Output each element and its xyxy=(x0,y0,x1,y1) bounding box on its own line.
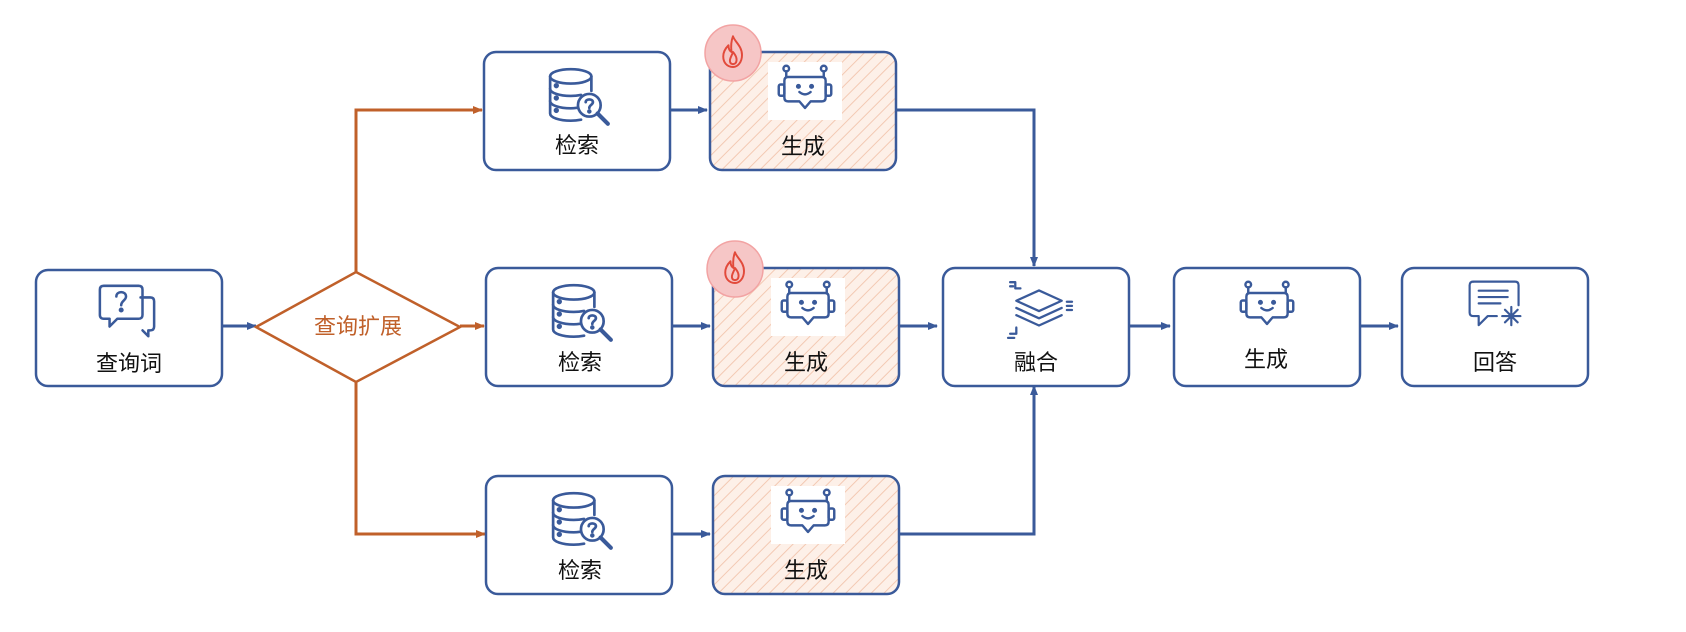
edge-expansion-to-retrieve-1 xyxy=(354,106,483,272)
node-final-generate: 生成 xyxy=(1172,266,1362,388)
node-retrieve-3-label: 检索 xyxy=(558,559,602,584)
node-answer: 回答 xyxy=(1400,266,1590,388)
node-retrieve-3: 检索 xyxy=(484,474,674,596)
node-query: 查询词 xyxy=(34,268,224,388)
node-generate-2: 生成 xyxy=(706,240,901,388)
node-fusion: 融合 xyxy=(941,266,1131,388)
node-expansion: 查询扩展 xyxy=(253,270,463,384)
node-expansion-label: 查询扩展 xyxy=(314,315,402,340)
node-retrieve-1: 检索 xyxy=(482,50,672,172)
connectors xyxy=(222,106,1399,538)
node-generate-3-label: 生成 xyxy=(784,559,828,584)
node-generate-1: 生成 xyxy=(704,24,898,172)
node-fusion-label: 融合 xyxy=(1014,351,1058,376)
node-generate-3: 生成 xyxy=(711,474,901,596)
node-generate-2-label: 生成 xyxy=(784,351,828,376)
node-query-label: 查询词 xyxy=(96,352,162,377)
edge-expansion-to-retrieve-3 xyxy=(354,382,486,538)
edge-generate-1-to-fusion xyxy=(896,108,1038,267)
node-retrieve-1-label: 检索 xyxy=(555,134,599,159)
node-generate-1-label: 生成 xyxy=(781,135,825,160)
node-retrieve-2-label: 检索 xyxy=(558,351,602,376)
node-retrieve-2: 检索 xyxy=(484,266,674,388)
edge-generate-3-to-fusion xyxy=(899,385,1038,536)
node-answer-label: 回答 xyxy=(1473,351,1517,376)
node-final-generate-label: 生成 xyxy=(1244,348,1288,373)
